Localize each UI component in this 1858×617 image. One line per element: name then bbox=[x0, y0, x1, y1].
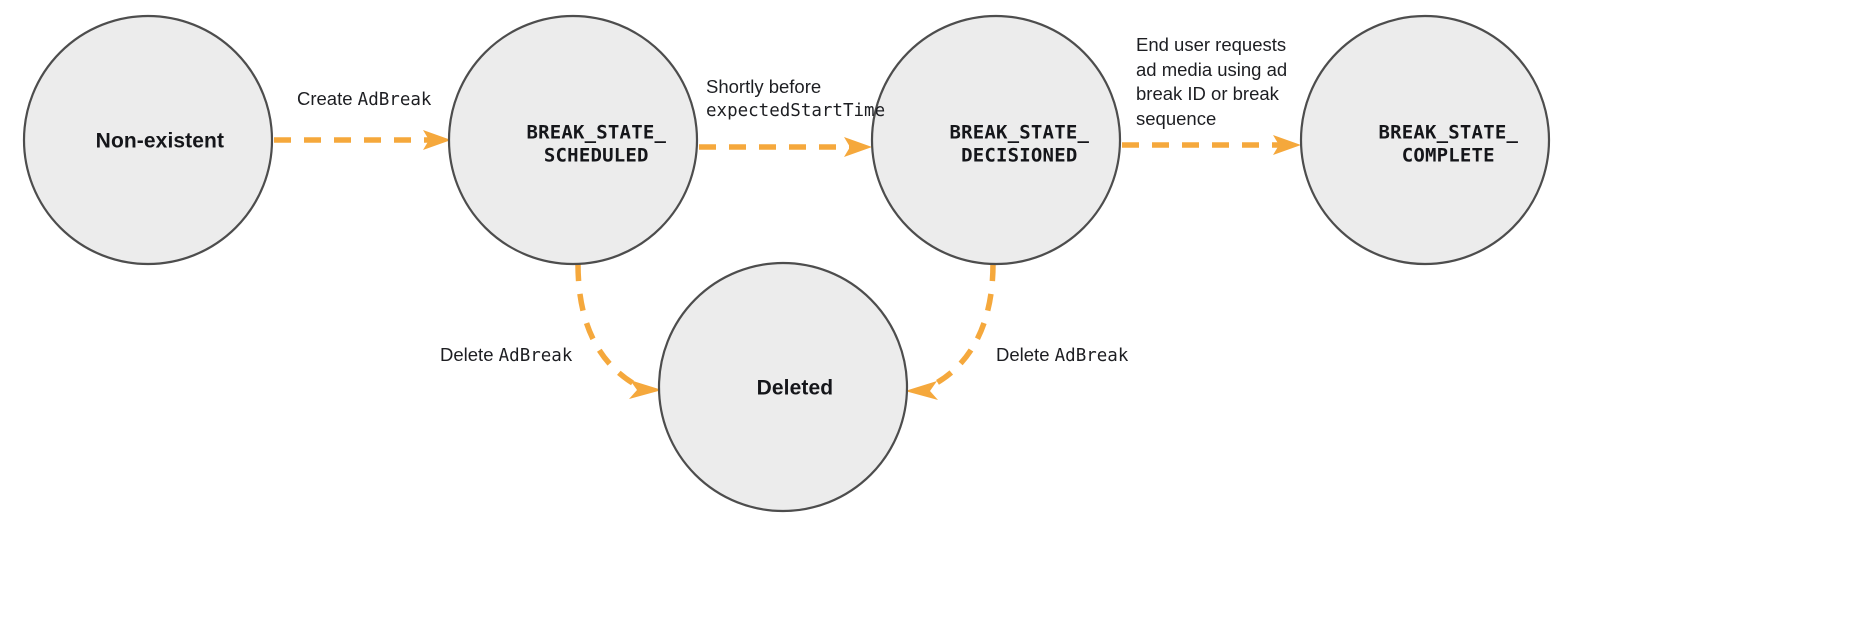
edge-delete-from-scheduled-arrowhead bbox=[629, 380, 662, 399]
node-break-state-scheduled[interactable] bbox=[447, 14, 699, 266]
edge-end-user-requests-arrowhead bbox=[1273, 135, 1301, 155]
edge-delete-from-scheduled-line bbox=[575, 263, 638, 388]
node-deleted[interactable] bbox=[657, 261, 909, 513]
node-non-existent[interactable] bbox=[22, 14, 274, 266]
node-break-state-complete[interactable] bbox=[1299, 14, 1551, 266]
edge-create-adbreak-arrowhead bbox=[423, 130, 451, 150]
edge-delete-from-scheduled bbox=[575, 263, 662, 399]
edge-create-adbreak bbox=[274, 130, 451, 150]
edge-delete-from-decisioned-line bbox=[929, 263, 996, 389]
edge-end-user-requests bbox=[1122, 135, 1301, 155]
edge-delete-from-decisioned bbox=[905, 263, 996, 400]
edge-shortly-before-arrowhead bbox=[844, 137, 872, 157]
edges-layer bbox=[274, 130, 1301, 400]
edge-delete-from-decisioned-arrowhead bbox=[905, 381, 938, 400]
nodes-layer bbox=[22, 14, 1551, 513]
edge-shortly-before bbox=[699, 137, 872, 157]
node-break-state-decisioned[interactable] bbox=[870, 14, 1122, 266]
